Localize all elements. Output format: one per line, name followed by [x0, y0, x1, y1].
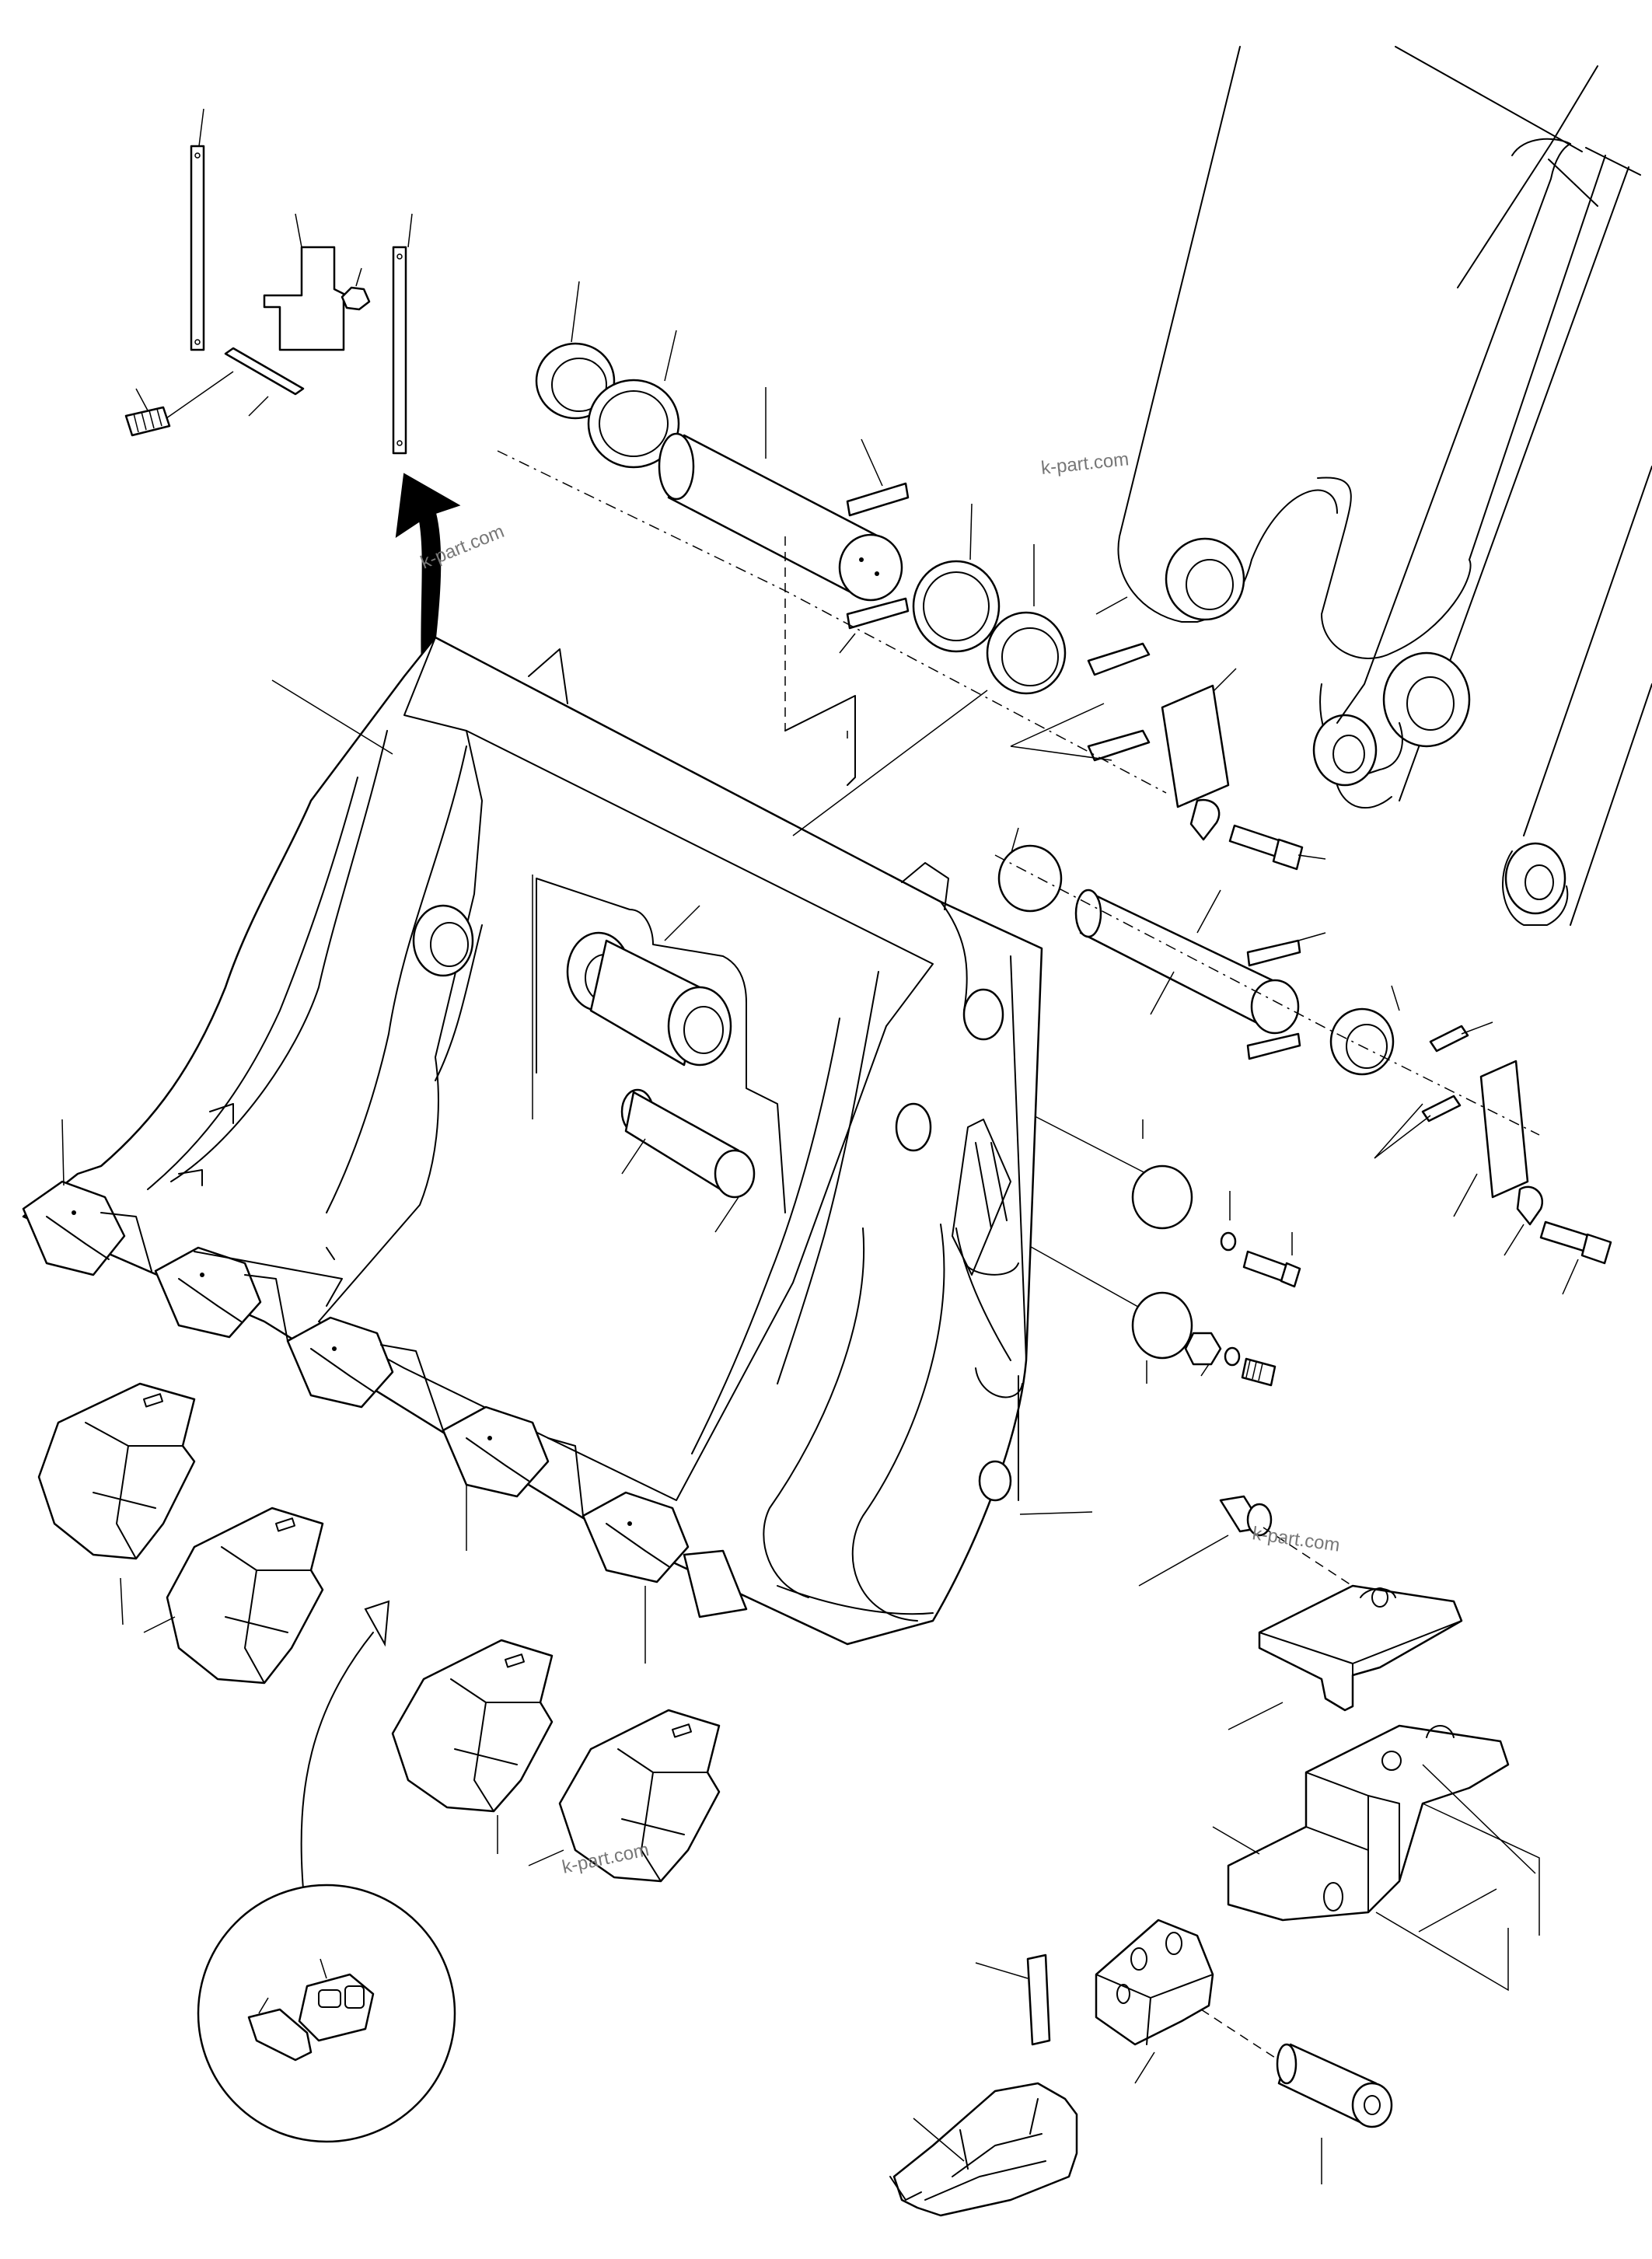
detail-inset-circle	[197, 1884, 456, 2143]
cylinder-eye-right	[1504, 842, 1566, 915]
boom-pivot-left	[1165, 537, 1245, 621]
side-cutter-upper	[1258, 1584, 1463, 1712]
stud-bolt	[124, 406, 171, 437]
locking-key	[1026, 1953, 1051, 2046]
hex-bolt-upper	[1242, 1250, 1288, 1283]
bucket-boss-right-mid	[895, 1102, 932, 1152]
hex-nut-lower	[1184, 1332, 1222, 1366]
thrust-washer-upper	[1131, 1164, 1193, 1230]
stud-lower	[1241, 1357, 1277, 1387]
adapter-1	[37, 1382, 196, 1625]
cover-plate-upper	[1161, 684, 1230, 808]
curved-arrow-up	[395, 473, 461, 720]
side-fasteners	[1010, 1103, 1301, 1387]
loose-adapters-left	[37, 1382, 721, 1883]
pin-end-right	[714, 1149, 756, 1199]
watermark-4: k-part.com	[1251, 1523, 1341, 1556]
adapter-block	[1095, 1919, 1214, 2046]
adapter-3	[391, 1639, 554, 1854]
adapter-2	[143, 1507, 324, 1685]
retainer-plate-b	[846, 597, 910, 630]
watermark-2: k-part.com	[1040, 449, 1130, 479]
bolt-lower	[1539, 1220, 1591, 1253]
retainer-plate-d	[1246, 1032, 1301, 1060]
bucket-body	[22, 636, 1093, 1646]
boom-pivot-right	[1382, 651, 1471, 748]
cover-plate-lower	[1479, 1060, 1529, 1199]
hex-nut	[341, 286, 371, 311]
spring-washer-lower	[1224, 1346, 1241, 1367]
bucket-boss-right-lower	[978, 1460, 1012, 1502]
spring-washer-upper	[1220, 1231, 1237, 1252]
lower-pin-assembly	[994, 827, 1612, 1295]
retainer-tab-b	[1087, 729, 1151, 762]
lock-washer-lower	[1516, 1185, 1543, 1226]
retainer-tab-c	[1429, 1025, 1469, 1053]
upper-pin-assembly	[497, 281, 1326, 871]
shim-ring-lower	[912, 560, 1001, 653]
inset-pin	[247, 2008, 313, 2062]
tooth-point	[892, 2082, 1078, 2217]
bolt-upper	[1228, 824, 1283, 858]
curved-arrow-lower	[300, 1600, 390, 1890]
retainer-tab-a	[1087, 642, 1151, 676]
bucket-teeth-row	[22, 1103, 748, 1664]
cylinder-eye-left	[1312, 714, 1378, 787]
small-flat-bar	[224, 347, 305, 396]
thrust-washer-lower	[1131, 1291, 1193, 1360]
bucket-boss-left	[412, 904, 474, 977]
long-plate-left	[190, 145, 205, 351]
bushing-lower-right	[1329, 1007, 1395, 1076]
mounting-bracket	[263, 246, 345, 351]
shim-ring-upper	[587, 379, 680, 469]
boom-and-cylinders	[1117, 46, 1652, 926]
long-plate-right	[392, 246, 407, 455]
bushing-upper-right	[986, 611, 1067, 695]
top-left-plates-group	[124, 108, 413, 455]
retainer-plate-c	[1246, 939, 1301, 967]
adapter-4	[528, 1709, 721, 1883]
retainer-plate-a	[846, 482, 910, 517]
bucket-boss-right-upper	[962, 988, 1004, 1041]
bushing-lower-left	[997, 844, 1063, 913]
linkage-pin-boss-right	[667, 986, 732, 1067]
lock-washer-upper	[1189, 798, 1221, 841]
side-cutter-assembly: k-part.com	[889, 1495, 1540, 2217]
